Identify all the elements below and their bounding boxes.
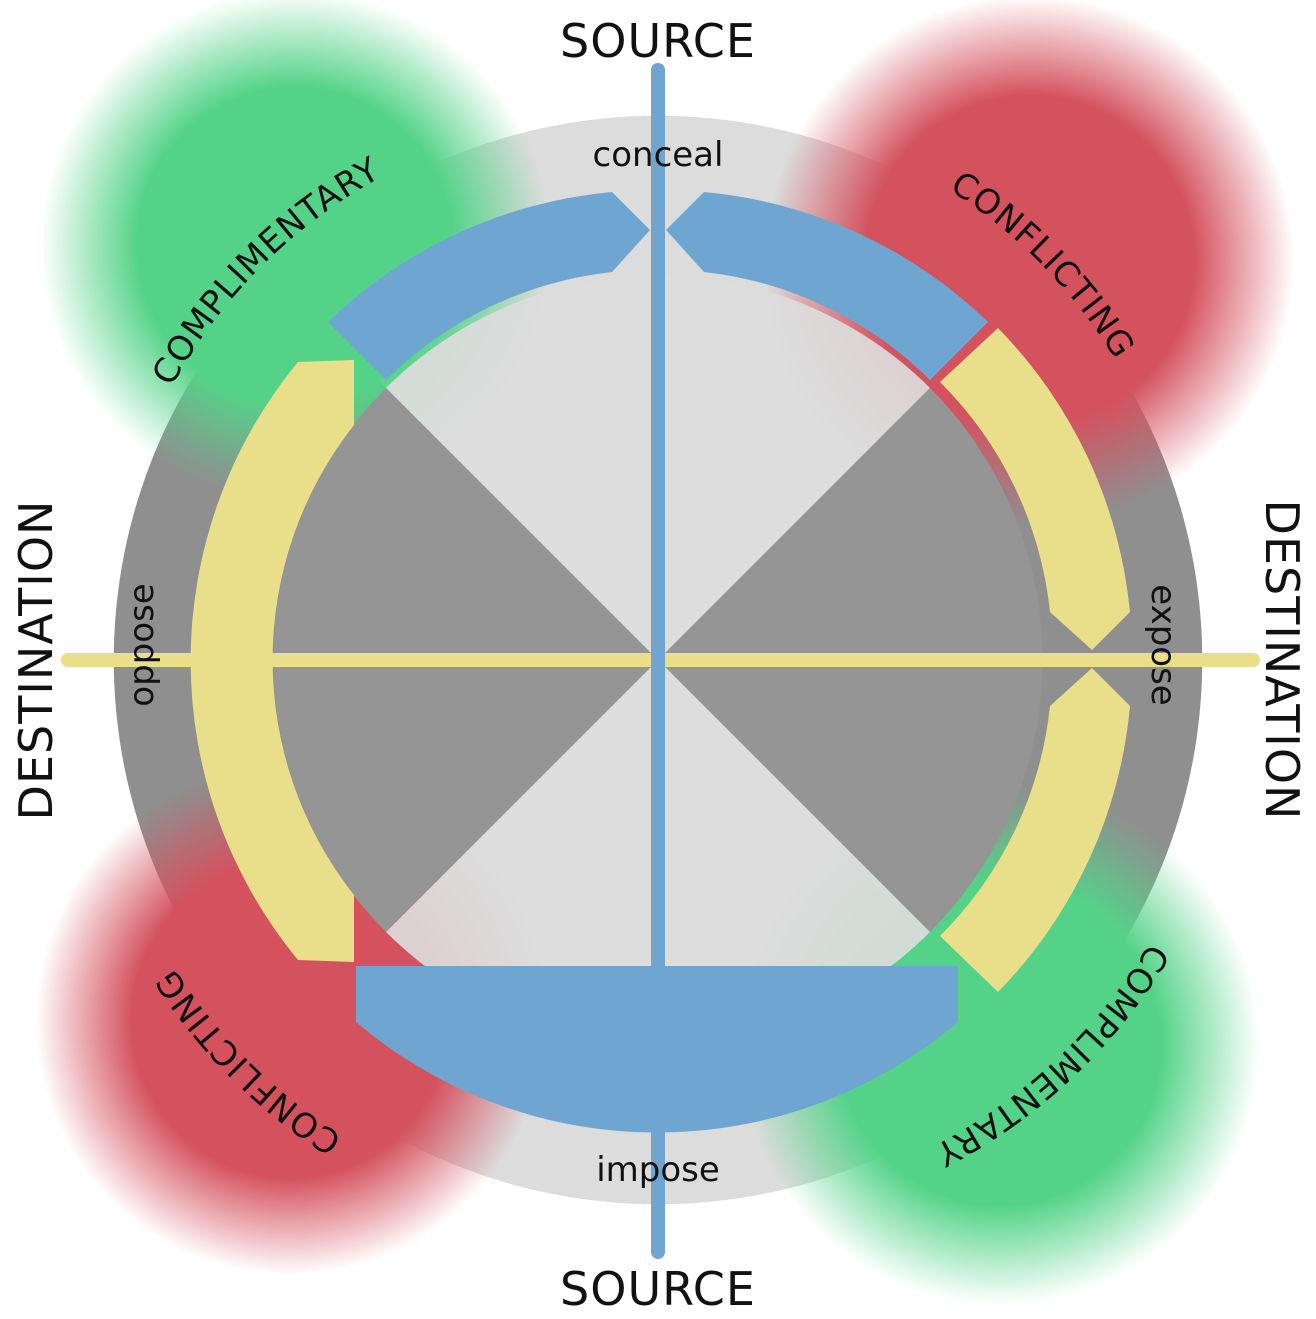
source-label-top: SOURCE xyxy=(560,14,756,68)
verb-oppose: oppose xyxy=(122,583,162,706)
verb-expose: expose xyxy=(1143,584,1183,705)
verb-conceal: conceal xyxy=(593,135,724,175)
destination-label-right: DESTINATION xyxy=(1255,500,1309,821)
verb-impose: impose xyxy=(596,1150,720,1190)
source-label-bottom: SOURCE xyxy=(560,1262,756,1316)
destination-label-left: DESTINATION xyxy=(9,500,63,821)
source-band-top-left xyxy=(328,192,650,380)
destination-band-right-upper xyxy=(940,328,1130,650)
destination-band-right-lower xyxy=(940,668,1130,992)
source-band-top-right xyxy=(666,192,988,380)
